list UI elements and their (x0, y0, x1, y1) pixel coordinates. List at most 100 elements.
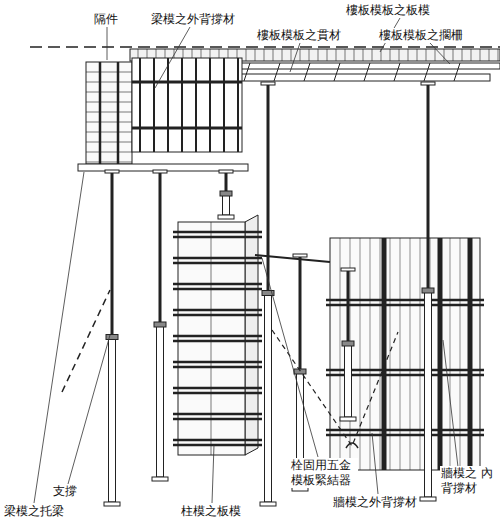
joist-tick (244, 63, 250, 81)
column-yoke (173, 387, 262, 390)
prop (152, 170, 168, 481)
slab-seam (363, 49, 364, 61)
beam-stud (223, 58, 225, 152)
slab-seam (489, 49, 490, 61)
slab-seam (480, 49, 481, 61)
slab-seam (408, 49, 409, 61)
part-label: 隔件 (93, 12, 119, 27)
slab-seam (309, 49, 310, 61)
slab-seam (426, 49, 427, 61)
column-yoke (173, 309, 262, 312)
slab-seam (327, 49, 328, 61)
beam-stud (153, 58, 155, 152)
part-label: 樓板模板之擱柵 (378, 28, 464, 43)
part-label: 樓板模板之貫材 (256, 28, 342, 43)
slab-seam (471, 49, 472, 61)
column-yoke (173, 444, 262, 447)
part-label: 梁模之外背撐材 (150, 12, 236, 27)
beam-board (86, 82, 132, 83)
part-label: 支撐 (52, 484, 78, 499)
column-yoke (173, 439, 262, 442)
part-label: 樓板模板之板模 (345, 3, 431, 18)
column-yoke (173, 392, 262, 395)
beam-board (86, 142, 132, 143)
joist-tick (364, 63, 370, 81)
wall-waler (326, 299, 484, 302)
beam-stud (139, 58, 141, 152)
part-label: 柱模之板模 (180, 504, 242, 519)
column-yoke (173, 361, 262, 364)
slab-seam (336, 49, 337, 61)
leader-lines (34, 18, 458, 503)
beam-board (117, 62, 120, 164)
beam-board (99, 62, 102, 164)
beam-board (86, 162, 132, 163)
beam-stud (167, 58, 169, 152)
slab-seam (354, 49, 355, 61)
slab-seam (273, 49, 274, 61)
slab-seam (291, 49, 292, 61)
slab-seam (462, 49, 463, 61)
slab-seam (444, 49, 445, 61)
column-yoke (173, 288, 262, 291)
beam-board (86, 132, 132, 133)
slab-seam (300, 49, 301, 61)
part-label: 梁模之托梁 (3, 504, 65, 519)
joist-tick (274, 63, 280, 81)
slab-seam (264, 49, 265, 61)
joist-tick (304, 63, 310, 81)
slab-seam (390, 49, 391, 61)
column-yoke (173, 231, 262, 234)
hook (346, 443, 358, 448)
beam-board (86, 122, 132, 123)
beam-side-face (132, 58, 242, 152)
beam-stud (181, 58, 183, 152)
wall-waler (326, 429, 484, 432)
slab-line (30, 46, 500, 48)
slab-seam (417, 49, 418, 61)
prop (340, 268, 356, 421)
column-yoke (173, 418, 262, 421)
beam-stud (209, 58, 211, 152)
joist-tick (394, 63, 400, 81)
tie-wire (272, 330, 398, 446)
slab-seam (282, 49, 283, 61)
column-yoke (173, 413, 262, 416)
beam-board (86, 92, 132, 93)
slab-seam (345, 49, 346, 61)
prop (420, 82, 436, 501)
slab-seam (498, 49, 499, 61)
joist-tick (454, 63, 460, 81)
form-tie (255, 255, 330, 262)
slab-seam (255, 49, 256, 61)
wall-waler (326, 304, 484, 307)
column-yoke (173, 236, 262, 239)
part-label: 栓固用五金 模板緊結器 (290, 458, 358, 488)
beam-board (86, 72, 132, 73)
slab-seam (453, 49, 454, 61)
brace (62, 290, 110, 392)
slab-seam (435, 49, 436, 61)
column-yoke (173, 314, 262, 317)
column-yoke (173, 262, 262, 265)
wall-waler (326, 434, 484, 437)
column-yoke (173, 283, 262, 286)
joist-tick (424, 63, 430, 81)
column-yoke (173, 335, 262, 338)
beam-board (86, 102, 132, 103)
slab-seam (372, 49, 373, 61)
joist-tick (334, 63, 340, 81)
beam-stud (237, 58, 239, 152)
beam-board (86, 112, 132, 113)
beam-stud (195, 58, 197, 152)
part-label: 牆模之 內背撐材 (440, 466, 498, 496)
prop (104, 170, 120, 506)
prop (260, 82, 276, 506)
beam-board (86, 152, 132, 153)
column-yoke (173, 366, 262, 369)
slab-seam (246, 49, 247, 61)
part-label: 牆模之外背撐材 (332, 495, 418, 510)
column-yoke (173, 257, 262, 260)
prop (218, 170, 234, 219)
